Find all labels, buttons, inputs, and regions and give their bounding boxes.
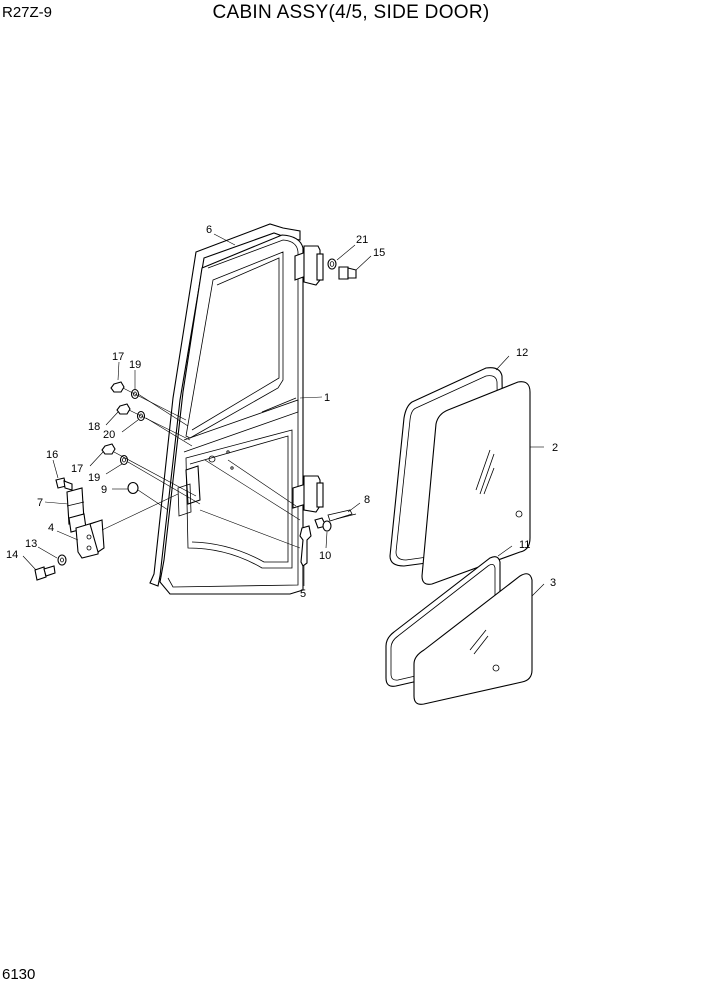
door-seal-part-6 [149, 223, 301, 587]
callout-6: 6 [206, 224, 212, 236]
pin-part-8 [327, 509, 357, 522]
callout-8: 8 [364, 494, 370, 506]
bolt-part-16 [55, 477, 73, 491]
callout-11: 11 [519, 539, 530, 551]
callout-2: 2 [552, 442, 558, 454]
callout-10: 10 [319, 550, 331, 562]
door-glass-part-3 [413, 573, 533, 705]
washer-part-19-lower [119, 454, 129, 466]
callout-1: 1 [324, 392, 330, 404]
washer-part-13 [57, 554, 67, 566]
callout-13: 13 [25, 538, 37, 550]
callout-19-lower: 19 [88, 472, 100, 484]
callout-9: 9 [101, 484, 107, 496]
door-frame-part-1 [159, 234, 304, 595]
leader-lines [22, 233, 545, 597]
lower-hinge [292, 475, 324, 513]
callout-5: 5 [300, 588, 306, 600]
upper-hinge [294, 245, 324, 286]
callout-14: 14 [6, 549, 18, 561]
callout-3: 3 [550, 577, 556, 589]
page-title: CABIN ASSY(4/5, SIDE DOOR) [212, 2, 490, 23]
bolt-part-10 [314, 517, 332, 532]
washer-part-21 [327, 258, 337, 270]
bolt-part-15 [338, 266, 357, 280]
callout-16: 16 [46, 449, 58, 461]
latch-part-4 [75, 519, 105, 559]
callout-17-lower: 17 [71, 463, 83, 475]
callout-20: 20 [103, 429, 115, 441]
callout-15: 15 [373, 247, 385, 259]
callout-18: 18 [88, 421, 100, 433]
page-number: 6130 [2, 966, 36, 983]
door-glass-part-2 [421, 381, 531, 585]
callout-labels: 1 2 3 4 5 6 7 8 9 10 11 12 13 14 15 16 1… [6, 224, 558, 600]
callout-12: 12 [516, 347, 528, 359]
callout-19-upper: 19 [129, 359, 141, 371]
callout-4: 4 [48, 522, 54, 534]
model-code: R27Z-9 [2, 4, 53, 21]
washer-part-9 [127, 481, 139, 495]
callout-17-upper: 17 [112, 351, 124, 363]
bolt-part-14 [34, 565, 56, 581]
nut-part-18 [116, 403, 131, 415]
nut-part-17-upper [110, 381, 125, 393]
callout-7: 7 [37, 497, 43, 509]
nut-part-17-lower [101, 443, 116, 455]
lock-rod-part-5 [299, 525, 312, 567]
callout-21: 21 [356, 234, 368, 246]
